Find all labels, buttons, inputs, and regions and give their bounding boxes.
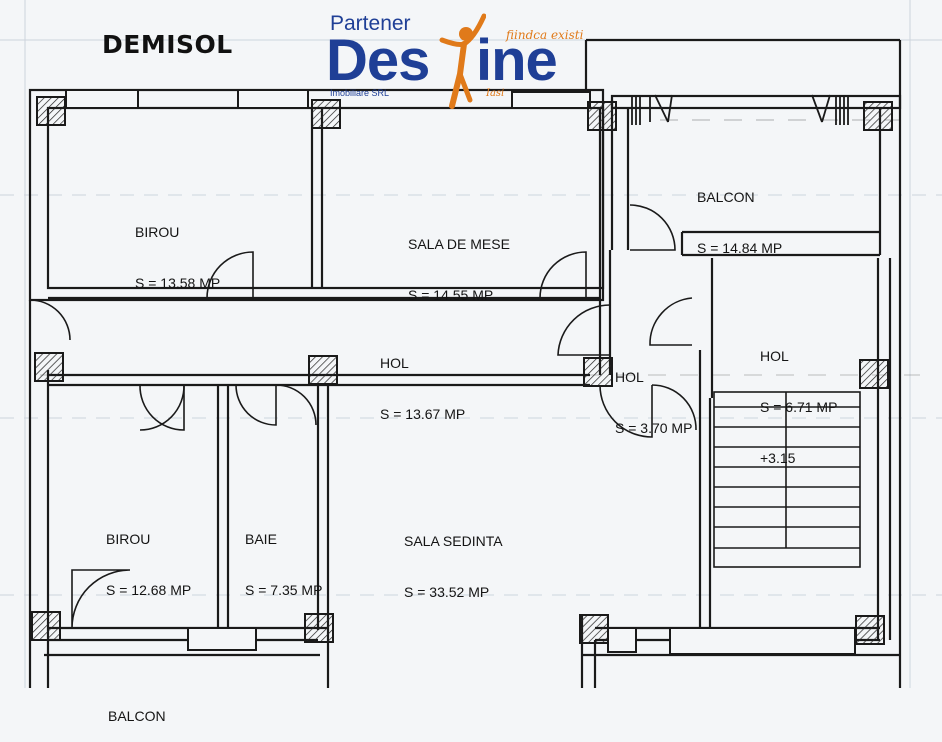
room-area: S = 3.70 MP [615,420,693,436]
room-name: BAIE [245,531,277,547]
running-figure-icon [439,13,486,109]
staircase [713,391,861,568]
logo-city: Iasi [486,88,505,99]
room-balcon-top: BALCON S = 14.84 MP [697,155,782,274]
logo-brand-right: ine [476,28,558,93]
logo-slogan: fiindca existi [506,28,584,42]
room-area: S = 14.84 MP [697,240,783,256]
room-sala-de-mese: SALA DE MESE S = 14.55 MP [408,202,510,321]
room-area: S = 6.71 MP [760,399,838,415]
logo-top-text: Partener [330,12,411,35]
room-name: BALCON [108,708,166,724]
room-area: S = 13.58 MP [135,275,221,291]
room-name: HOL [380,355,409,371]
room-name: HOL [760,348,789,364]
room-sala-sedinta: SALA SEDINTA S = 33.52 MP [404,499,503,618]
logo-sub-text: Imobiliare SRL [330,88,390,98]
room-area: S = 33.52 MP [404,584,490,600]
room-name: BIROU [135,224,180,240]
structural-columns [31,96,893,645]
balcony-door-glyphs [631,94,849,125]
room-area-extra: +3.15 [760,450,796,466]
room-baie: BAIE S = 7.35 MP [245,497,322,616]
room-hol-main: HOL S = 13.67 MP [380,321,465,440]
floor-plan [0,0,942,688]
room-area: S = 14.55 MP [408,287,494,303]
door-swings [29,204,697,629]
room-birou-bottom: BIROU S = 12.68 MP [106,497,191,616]
room-area: S = 13.67 MP [380,406,466,422]
room-balcon-bottom: BALCON [108,674,166,742]
room-birou-top: BIROU S = 13.58 MP [135,190,220,309]
room-hol-small: HOL S = 3.70 MP [615,335,692,454]
room-name: HOL [615,369,644,385]
page-title: DEMISOL [102,30,233,59]
brand-logo: Partener Des ine fiindca existi Imobilia… [326,8,596,112]
room-area: S = 7.35 MP [245,582,323,598]
room-hol-right: HOL S = 6.71 MP +3.15 [760,314,837,484]
room-name: SALA SEDINTA [404,533,503,549]
room-name: BIROU [106,531,151,547]
room-area: S = 12.68 MP [106,582,192,598]
logo-brand-left: Des [326,28,430,93]
room-name: SALA DE MESE [408,236,510,252]
room-name: BALCON [697,189,755,205]
